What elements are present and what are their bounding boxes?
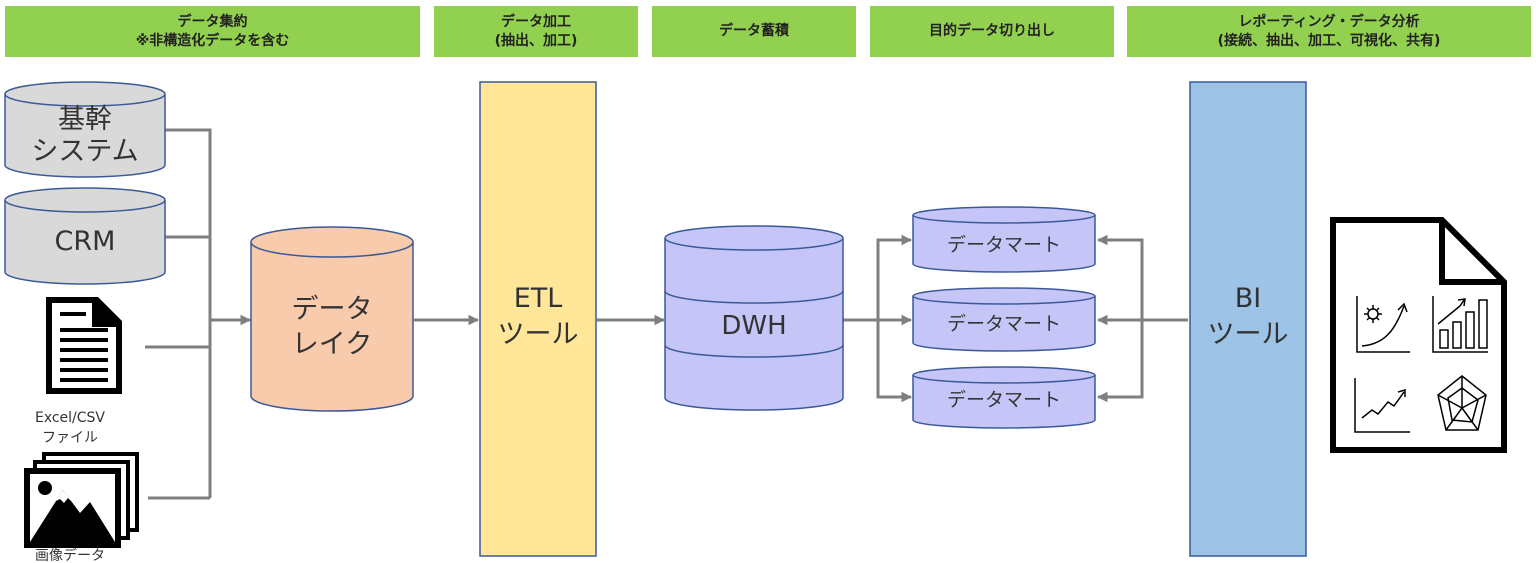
data-mart-label: データマート [947, 389, 1061, 411]
image-data-label: 画像データ [35, 547, 105, 563]
header-line1: レポーティング・データ分析 [1238, 13, 1420, 30]
header-line1: データ集約 [177, 13, 248, 30]
core-system-label-line1: 基幹 [58, 104, 112, 135]
connectors [145, 128, 1188, 500]
bi-label-line2: ツール [1208, 319, 1289, 350]
header-reporting-analysis: レポーティング・データ分析 (接続、抽出、加工、可視化、共有) [1127, 6, 1531, 57]
header-line2: (接続、抽出、加工、可視化、共有) [1217, 32, 1441, 49]
growth-curve-icon [1356, 296, 1410, 353]
header-line1: データ加工 [501, 13, 571, 30]
radar-chart-icon [1437, 375, 1487, 431]
core-system-label-line2: システム [31, 136, 138, 167]
header-line1: データ蓄積 [719, 23, 789, 39]
data-mart-label: データマート [947, 234, 1061, 256]
line-chart-icon [1354, 378, 1410, 433]
connector-core-to-bus [165, 128, 212, 498]
arrow-bi-to-mart3 [1096, 320, 1144, 403]
arrow-split-to-mart3 [876, 320, 913, 403]
image-icon [24, 452, 139, 548]
etl-label-line1: ETL [514, 283, 563, 314]
data-lake-label-line1: データ [292, 294, 373, 325]
bi-label-line1: BI [1235, 283, 1262, 314]
report-icon [1330, 217, 1507, 453]
etl-tool-box: ETL ツール [479, 81, 597, 557]
bi-tool-box: BI ツール [1189, 81, 1307, 557]
header-line2: (抽出、加工) [494, 32, 578, 49]
data-mart-database: データマート [912, 287, 1096, 352]
header-data-storage: データ蓄積 [652, 6, 856, 57]
data-lake-database: データ レイク [250, 226, 414, 412]
bar-chart-icon [1432, 296, 1488, 353]
header-line2: ※非構造化データを含む [135, 32, 290, 49]
data-mart-database: データマート [912, 206, 1096, 273]
header-data-extraction: 目的データ切り出し [870, 6, 1114, 57]
excel-label-line2: ファイル [42, 430, 98, 446]
arrow-split-to-mart1 [876, 234, 913, 320]
data-lake-label-line2: レイク [292, 329, 372, 360]
header-data-processing: データ加工 (抽出、加工) [434, 6, 638, 57]
etl-label-line2: ツール [498, 319, 579, 350]
dwh-database: DWH [664, 225, 844, 411]
crm-database: CRM [4, 187, 166, 285]
dwh-label: DWH [721, 311, 786, 341]
core-system-database: 基幹 システム [4, 81, 166, 178]
header-line1: 目的データ切り出し [929, 23, 1055, 39]
arrow-bi-to-mart1 [1096, 234, 1144, 320]
data-mart-database: データマート [912, 366, 1096, 429]
data-mart-label: データマート [947, 313, 1061, 335]
crm-label: CRM [55, 226, 116, 257]
excel-label-line1: Excel/CSV [35, 410, 105, 426]
header-data-aggregation: データ集約 ※非構造化データを含む [5, 6, 420, 57]
document-icon [46, 297, 122, 394]
